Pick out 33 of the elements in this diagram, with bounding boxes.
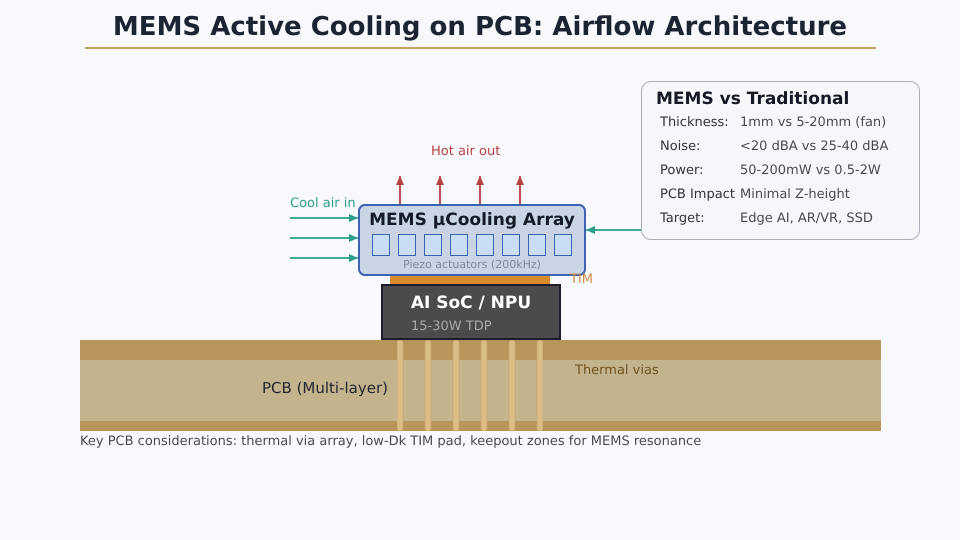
airflow-label: Hot air out [431,144,500,160]
diagram-title: MEMS Active Cooling on PCB: Airflow Architecture [112,12,848,44]
soc-chip [381,284,561,340]
chip-title: AI SoC / NPU [410,293,532,314]
airflow-arrow [290,214,358,222]
row-label: Thickness: [660,115,729,131]
row-label: Power: [660,163,704,179]
comparison-panel [641,81,920,240]
airflow-arrow [396,176,404,204]
pcb-board [80,340,881,431]
caption-note: Key PCB considerations: thermal via array, low-Dk TIM pad, keepout zones for MEMS resonance [80,434,702,450]
via-label: Thermal vias [575,363,659,379]
row-label: Noise: [660,139,700,155]
airflow-arrow [290,234,358,242]
panel-heading: MEMS vs Traditional [656,89,850,110]
pointer-arrow [586,226,641,234]
row-value: 1mm vs 5-20mm (fan) [740,115,886,131]
row-value: 50-200mW vs 0.5-2W [740,163,881,179]
row-value: Minimal Z-height [740,187,850,203]
array-title: MEMS µCooling Array [369,210,575,230]
airflow-arrow [436,176,444,204]
row-label: PCB Impact [660,187,735,203]
row-value: <20 dBA vs 25-40 dBA [740,139,888,155]
pcb-label: PCB (Multi-layer) [262,379,388,397]
row-value: Edge AI, AR/VR, SSD [740,211,873,227]
airflow-label: Cool air in [290,196,356,212]
actuator-note: Piezo actuators (200kHz) [403,258,541,272]
airflow-arrow [476,176,484,204]
tdp-note: 15-30W TDP [411,319,492,335]
airflow-arrow [290,254,358,262]
tim-label: TIM [570,272,593,288]
row-label: Target: [660,211,705,227]
airflow-arrow [516,176,524,204]
